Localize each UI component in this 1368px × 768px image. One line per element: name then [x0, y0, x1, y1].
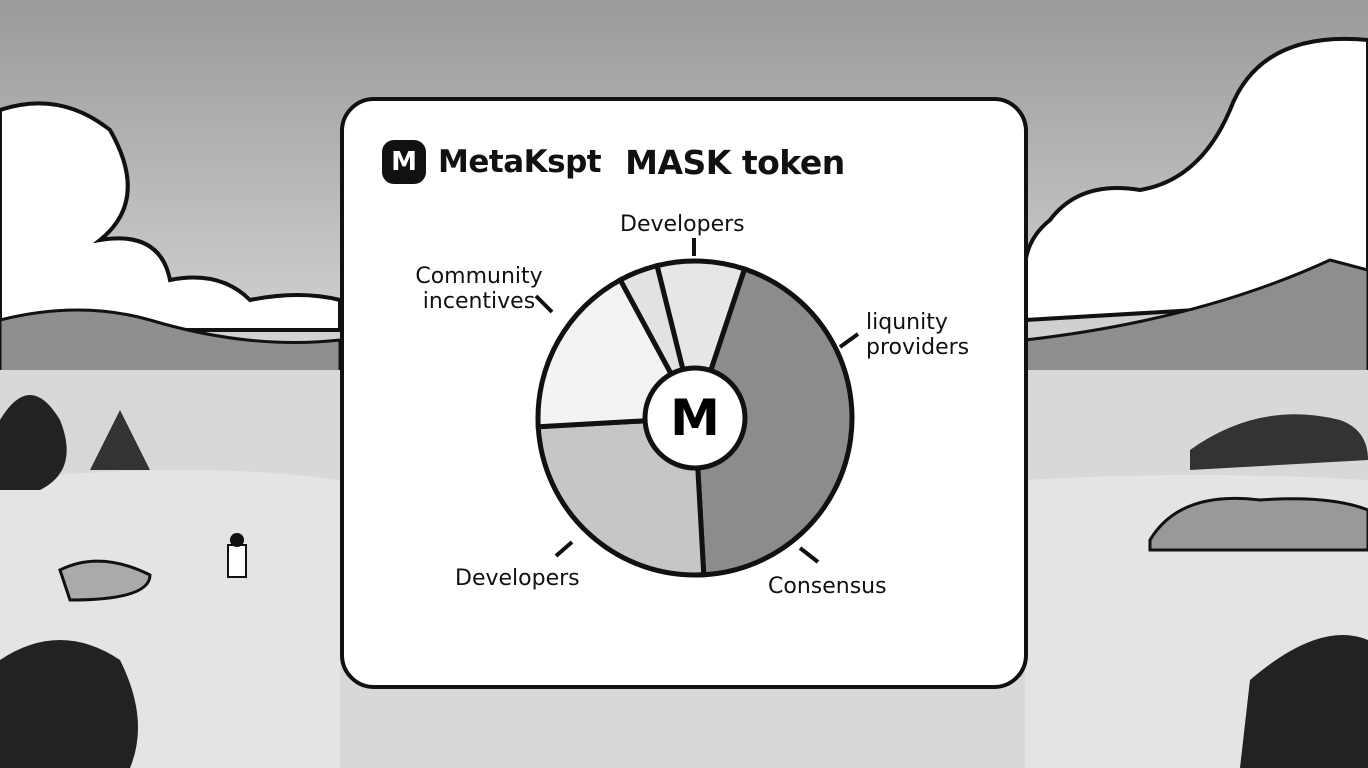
- label-developers-top: Developers: [620, 212, 745, 237]
- label-community-incentives: Community incentives: [415, 264, 543, 314]
- pie-slice-1: [692, 265, 855, 578]
- center-logo-icon: M: [670, 389, 720, 447]
- label-developers-bottom: Developers: [455, 566, 580, 591]
- label-leader-line: [838, 332, 860, 349]
- mask-logo-icon: M: [382, 140, 426, 184]
- label-consensus: Consensus: [768, 574, 887, 599]
- brand-name: MetaKspt: [438, 144, 602, 180]
- token-name: MASK token: [625, 142, 845, 182]
- label-leader-line: [534, 294, 554, 314]
- card-title: M MetaKspt MASK token: [382, 140, 845, 184]
- label-leader-line: [798, 546, 820, 564]
- center-logo-circle: [642, 365, 748, 471]
- label-leader-line: [554, 540, 574, 558]
- label-liquidity-providers: liqunity providers: [866, 310, 970, 360]
